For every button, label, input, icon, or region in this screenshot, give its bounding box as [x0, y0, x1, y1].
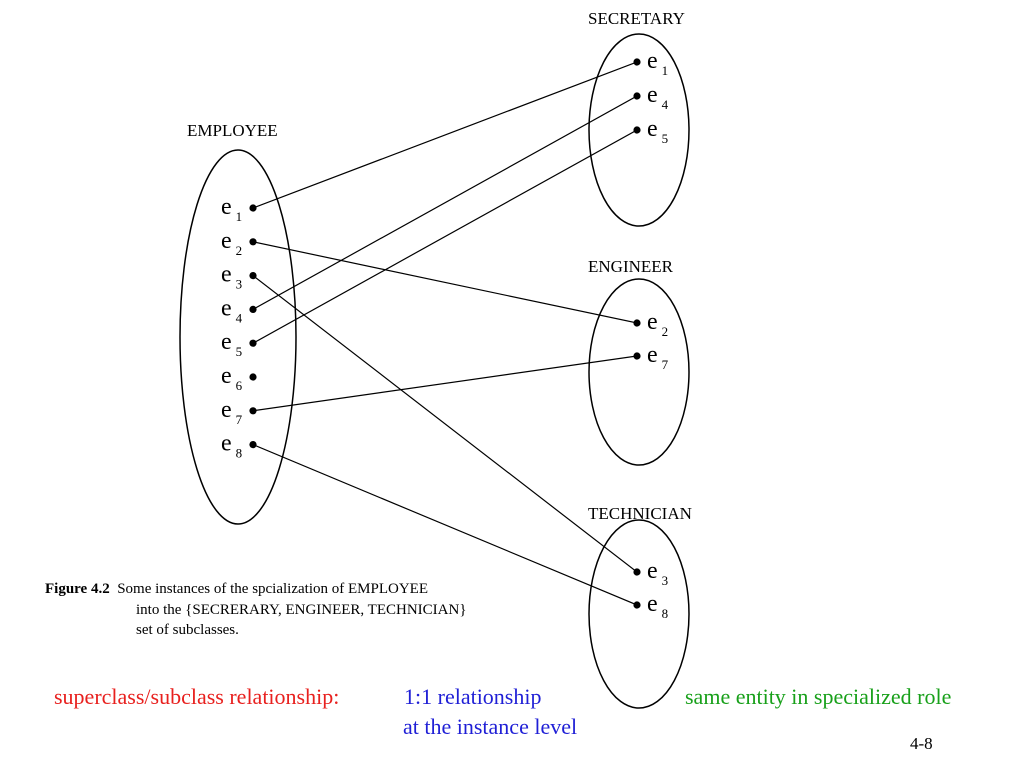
employee-e6-dot — [249, 373, 257, 381]
figure-caption-line2: into the {SECRERARY, ENGINEER, TECHNICIA… — [136, 602, 467, 618]
link-employee-e4-to-secretary-e4 — [252, 95, 638, 310]
technician-e8-dot — [633, 601, 641, 609]
figure-caption-line3-row: set of subclasses. — [136, 621, 239, 640]
engineer-set-ellipse — [588, 278, 690, 466]
secretary-e1-dot — [633, 58, 641, 66]
role-note: same entity in specialized role — [685, 684, 952, 709]
employee-set-ellipse — [179, 149, 297, 525]
cardinality-note-line1: 1:1 relationship — [404, 684, 542, 709]
employee-e8-dot — [249, 441, 257, 449]
technician-set-label: TECHNICIAN — [588, 504, 692, 523]
page-number: 4-8 — [910, 734, 933, 753]
engineer-e7-dot — [633, 352, 641, 360]
employee-e2-dot — [249, 238, 257, 246]
link-employee-e3-to-technician-e3 — [252, 275, 638, 573]
cardinality-note-line2: at the instance level — [403, 714, 578, 739]
link-employee-e1-to-secretary-e1 — [252, 61, 638, 209]
figure-caption-label: Figure 4.2 — [45, 581, 110, 597]
engineer-e2-dot — [633, 319, 641, 327]
engineer-set-label: ENGINEER — [588, 257, 674, 276]
employee-e3-dot — [249, 272, 257, 280]
instance-links — [252, 61, 638, 606]
secretary-e5-dot — [633, 126, 641, 134]
link-employee-e5-to-secretary-e5 — [252, 129, 638, 344]
employee-e1-dot — [249, 204, 257, 212]
employee-e5-dot — [249, 339, 257, 347]
employee-e7-dot — [249, 407, 257, 415]
link-employee-e7-to-engineer-e7 — [252, 355, 638, 412]
secretary-set-ellipse — [588, 33, 690, 227]
figure-caption-line1: Some instances of the spcialization of E… — [117, 581, 428, 597]
relationship-note: superclass/subclass relationship: — [54, 684, 340, 709]
link-employee-e8-to-technician-e8 — [252, 444, 638, 606]
figure-caption-line3: set of subclasses. — [136, 622, 239, 638]
figure-caption: Figure 4.2 Some instances of the spciali… — [45, 580, 428, 599]
secretary-e4-dot — [633, 92, 641, 100]
secretary-set-label: SECRETARY — [588, 9, 685, 28]
figure-caption-line2-row: into the {SECRERARY, ENGINEER, TECHNICIA… — [136, 601, 467, 620]
link-employee-e2-to-engineer-e2 — [252, 241, 638, 324]
employee-e4-dot — [249, 305, 257, 313]
technician-e3-dot — [633, 568, 641, 576]
technician-set-ellipse — [588, 519, 690, 709]
employee-set-label: EMPLOYEE — [187, 121, 278, 140]
